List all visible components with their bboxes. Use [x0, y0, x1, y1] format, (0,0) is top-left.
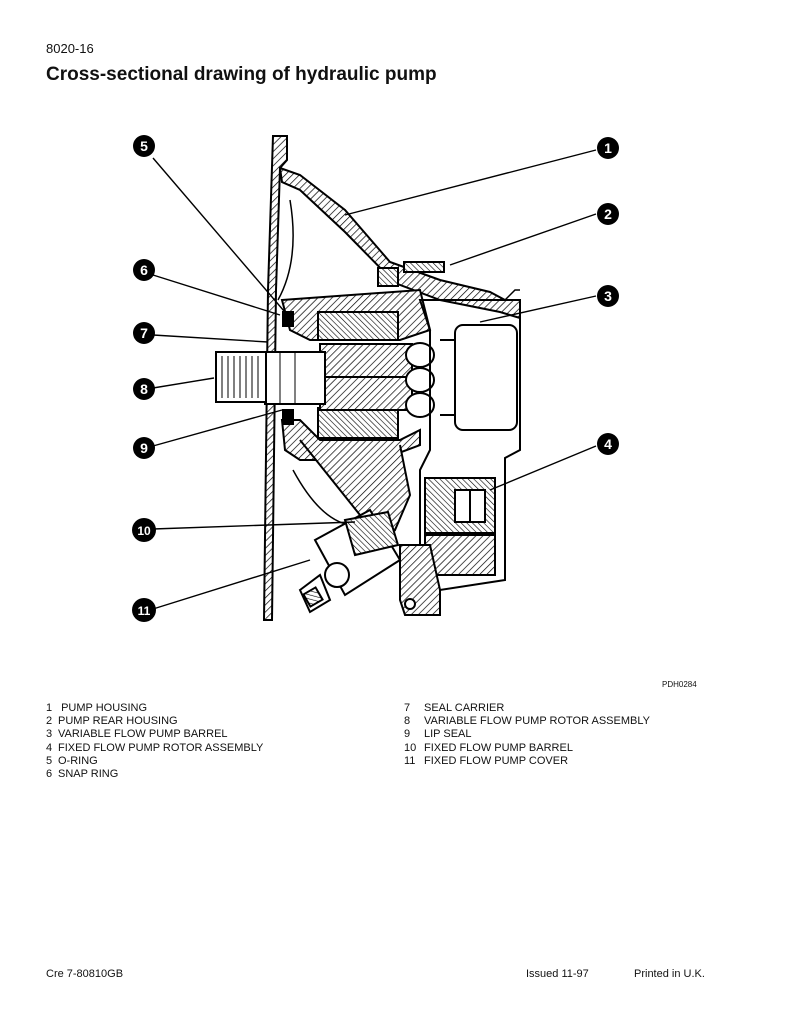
- callout-5: 5: [133, 135, 155, 157]
- callout-leader-lines: [152, 149, 597, 610]
- callout-6: 6: [133, 259, 155, 281]
- svg-text:5: 5: [140, 138, 148, 154]
- footer-doc-ref: Cre 7-80810GB: [46, 968, 124, 980]
- svg-text:11: 11: [138, 604, 151, 618]
- callout-7: 7: [133, 322, 155, 344]
- svg-text:9: 9: [140, 440, 148, 456]
- svg-text:4: 4: [604, 436, 612, 452]
- callout-9: 9: [133, 437, 155, 459]
- callout-8: 8: [133, 378, 155, 400]
- footer-issued: Issued 11-97: [526, 968, 589, 980]
- svg-text:6: 6: [140, 262, 148, 278]
- callout-11: 11: [132, 598, 156, 622]
- svg-text:8: 8: [140, 381, 148, 397]
- callout-1: 1: [597, 137, 619, 159]
- svg-text:3: 3: [604, 288, 612, 304]
- figure-code: PDH0284: [662, 680, 697, 689]
- footer-printed: Printed in U.K.: [634, 968, 705, 980]
- hydraulic-pump-cross-section-drawing: 1 2 3 4 5 6 7 8 9 10 11: [132, 135, 619, 622]
- svg-text:10: 10: [137, 524, 151, 538]
- callout-10: 10: [132, 518, 156, 542]
- legend-item: 1 PUMP HOUSING: [46, 702, 148, 714]
- svg-text:2: 2: [604, 206, 612, 222]
- callout-3: 3: [597, 285, 619, 307]
- callout-2: 2: [597, 203, 619, 225]
- page-number: 8020-16: [46, 41, 94, 56]
- svg-text:1: 1: [604, 140, 612, 156]
- pump-housing-drawing: [215, 135, 521, 621]
- svg-text:7: 7: [140, 325, 148, 341]
- callout-4: 4: [597, 433, 619, 455]
- page-title: Cross-sectional drawing of hydraulic pum…: [46, 64, 437, 85]
